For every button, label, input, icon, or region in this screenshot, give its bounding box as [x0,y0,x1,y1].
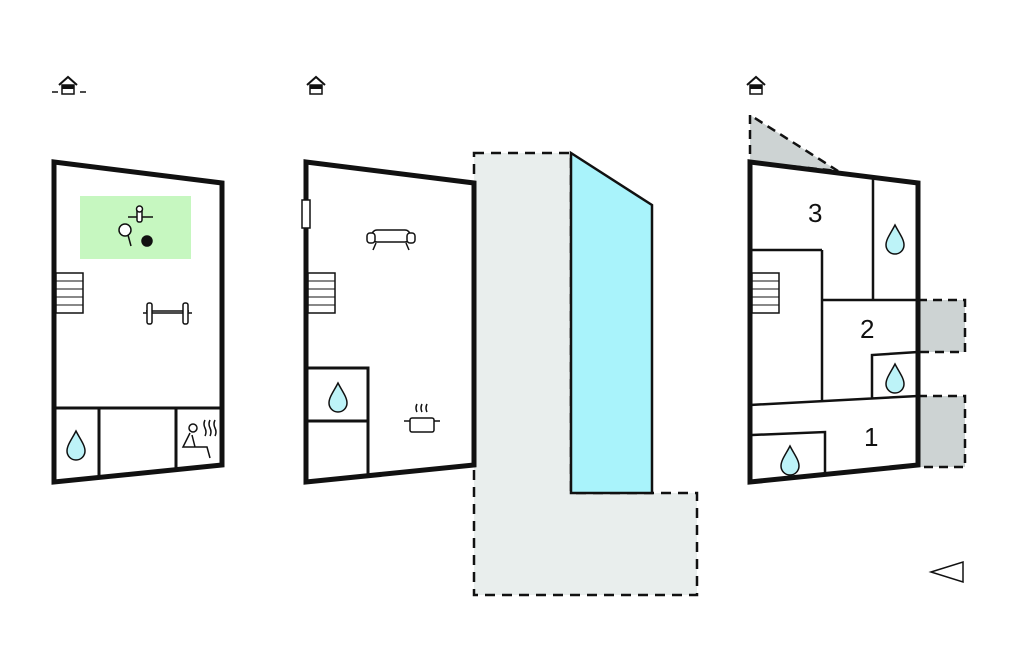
sofa-icon [366,229,416,251]
balcony [916,394,967,469]
floor-1-plan [51,76,225,485]
north-arrow-icon [928,560,964,584]
room-label-3: 3 [808,198,822,228]
door-icon [301,199,311,229]
room-label-2: 2 [860,314,874,344]
house-entrance-icon [306,76,326,95]
games-area [80,196,191,259]
floor-2-plan [301,76,699,597]
house-entrance-icon [58,76,78,95]
room-label-1: 1 [864,422,878,452]
stairs-icon [751,272,780,314]
balcony [916,298,967,354]
floor-3-plan: 3 2 1 [746,76,967,485]
house-entrance-icon [746,76,766,95]
gym-icon [143,302,192,325]
kitchen-pot-icon [404,403,440,433]
stairs-icon [307,272,336,314]
bathroom-drop-icon [66,430,86,461]
games-icon [118,205,153,247]
sauna-icon [181,419,217,459]
stairs-icon [55,272,84,314]
pool [569,150,654,495]
terrace [472,151,699,597]
